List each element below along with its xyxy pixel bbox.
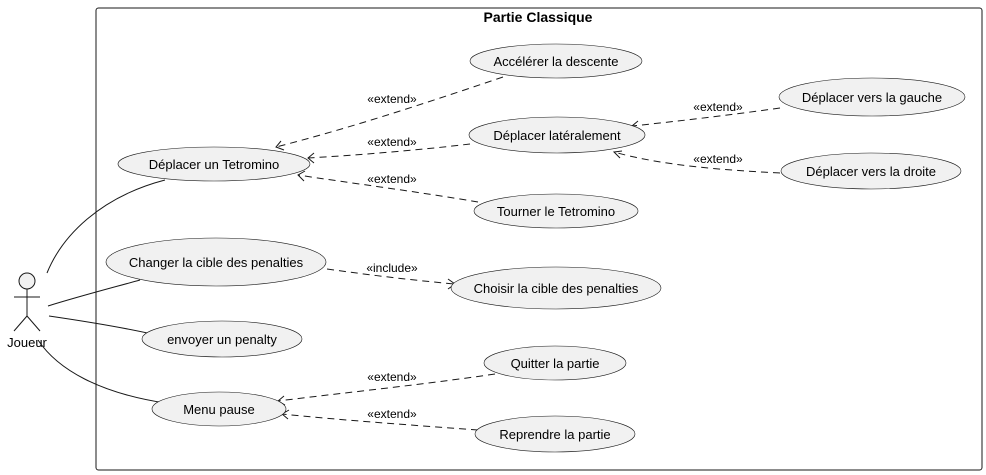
include-choisir-line: [326, 268, 456, 285]
usecase-tourner: Tourner le Tetromino: [473, 193, 639, 229]
extend-reprendre-label: «extend»: [367, 407, 417, 421]
extend-gauche-line: [631, 107, 781, 127]
assoc-deplacer-tetromino: [46, 179, 166, 274]
extend-lateral-label: «extend»: [367, 135, 417, 149]
extend-quitter-line: [277, 373, 496, 402]
usecase-deplacer-lateral: Déplacer latéralement: [468, 116, 646, 154]
usecase-deplacer-tetromino: Déplacer un Tetromino: [117, 146, 311, 182]
svg-text:Accélérer la descente: Accélérer la descente: [493, 54, 618, 69]
include-choisir-label: «include»: [366, 261, 418, 275]
extend-droite-label: «extend»: [693, 152, 743, 166]
system-title: Partie Classique: [484, 9, 593, 25]
assoc-changer-cible: [47, 279, 141, 307]
usecase-reprendre: Reprendre la partie: [474, 415, 636, 453]
extend-droite-arrow: [612, 150, 623, 159]
usecase-envoyer-penalty: envoyer un penalty: [141, 320, 303, 358]
extend-gauche-label: «extend»: [693, 100, 743, 114]
extend-tourner-line: [297, 174, 479, 203]
svg-text:Déplacer latéralement: Déplacer latéralement: [493, 128, 621, 143]
svg-text:Déplacer vers la droite: Déplacer vers la droite: [806, 164, 936, 179]
svg-text:Tourner le Tetromino: Tourner le Tetromino: [497, 204, 615, 219]
extend-lateral-arrow: [307, 152, 315, 164]
usecase-gauche: Déplacer vers la gauche: [778, 77, 966, 117]
extend-accelerer-line: [275, 76, 504, 148]
extend-reprendre-line: [281, 413, 479, 431]
svg-text:Déplacer un Tetromino: Déplacer un Tetromino: [149, 157, 280, 172]
svg-text:Reprendre la partie: Reprendre la partie: [499, 427, 610, 442]
extend-accelerer-label: «extend»: [367, 92, 417, 106]
system-boundary: [95, 7, 983, 471]
extend-lateral-line: [307, 143, 471, 159]
usecase-choisir-cible: Choisir la cible des penalties: [450, 266, 662, 310]
actor-joueur-figure: [13, 272, 41, 332]
assoc-menu-pause: [37, 339, 166, 404]
usecase-changer-cible: Changer la cible des penalties: [105, 237, 327, 287]
svg-text:Quitter la partie: Quitter la partie: [511, 356, 600, 371]
svg-text:Changer la cible des penalties: Changer la cible des penalties: [129, 255, 304, 270]
extend-tourner-label: «extend»: [367, 172, 417, 186]
svg-text:Choisir la cible des penalties: Choisir la cible des penalties: [474, 281, 639, 296]
svg-text:Menu pause: Menu pause: [183, 402, 255, 417]
usecase-quitter: Quitter la partie: [483, 345, 627, 381]
extend-droite-line: [613, 151, 781, 174]
usecase-menu-pause: Menu pause: [151, 391, 287, 427]
actor-joueur-label: Joueur: [7, 335, 47, 350]
svg-text:envoyer un penalty: envoyer un penalty: [167, 332, 277, 347]
assoc-envoyer-penalty: [48, 315, 153, 335]
extend-accelerer-arrow: [275, 140, 285, 151]
extend-quitter-label: «extend»: [367, 370, 417, 384]
extend-tourner-arrow: [297, 170, 306, 182]
svg-text:Déplacer vers la gauche: Déplacer vers la gauche: [802, 90, 942, 105]
usecase-droite: Déplacer vers la droite: [780, 152, 962, 190]
usecase-accelerer: Accélérer la descente: [469, 43, 643, 79]
